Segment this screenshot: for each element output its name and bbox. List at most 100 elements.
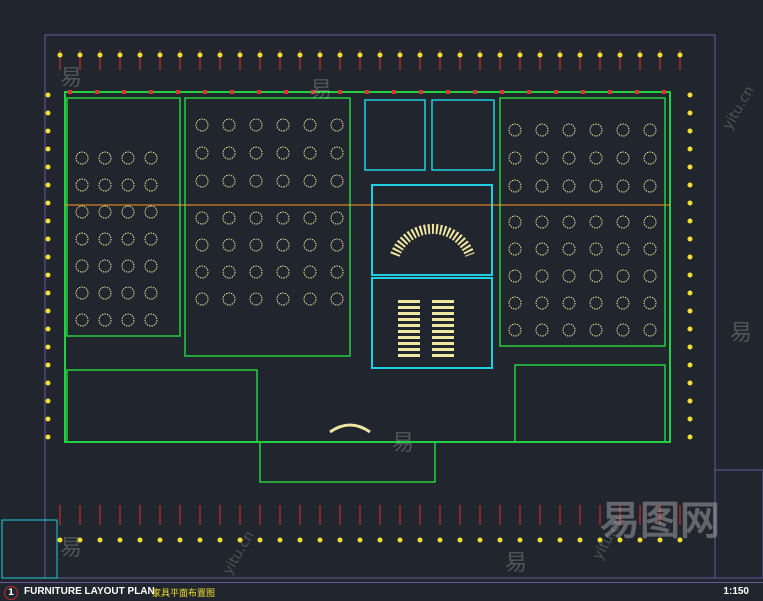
grid-bubble bbox=[45, 362, 51, 368]
grid-bubble bbox=[45, 128, 51, 134]
grid-bubble bbox=[77, 537, 83, 543]
grid-bubble bbox=[687, 218, 693, 224]
round-table bbox=[144, 151, 158, 165]
grid-bubble bbox=[687, 182, 693, 188]
round-table bbox=[222, 238, 236, 252]
round-table bbox=[98, 232, 112, 246]
round-table bbox=[249, 211, 263, 225]
column bbox=[581, 90, 585, 94]
round-table bbox=[98, 286, 112, 300]
grid-bubble bbox=[537, 52, 543, 58]
round-table bbox=[508, 179, 522, 193]
grid-bubble bbox=[657, 52, 663, 58]
round-table bbox=[616, 242, 630, 256]
dimension-lines bbox=[45, 50, 693, 543]
grid-bubble bbox=[687, 110, 693, 116]
round-table bbox=[276, 118, 290, 132]
sheet-number: 1 bbox=[4, 586, 18, 600]
round-table bbox=[562, 323, 576, 337]
bench bbox=[432, 342, 454, 345]
round-table bbox=[589, 151, 603, 165]
grid-bubble bbox=[687, 362, 693, 368]
round-table bbox=[144, 259, 158, 273]
bench bbox=[432, 336, 454, 339]
grid-bubble bbox=[337, 52, 343, 58]
round-table bbox=[562, 179, 576, 193]
column bbox=[122, 90, 126, 94]
grid-bubble bbox=[377, 52, 383, 58]
title-block bbox=[714, 469, 763, 579]
round-table bbox=[75, 286, 89, 300]
grid-bubble bbox=[617, 52, 623, 58]
grid-bubble bbox=[177, 52, 183, 58]
legend-table bbox=[1, 519, 58, 579]
round-table bbox=[643, 323, 657, 337]
grid-bubble bbox=[457, 537, 463, 543]
round-table bbox=[303, 118, 317, 132]
room-lower-right bbox=[514, 364, 666, 443]
round-table bbox=[276, 265, 290, 279]
round-table bbox=[249, 238, 263, 252]
grid-bubble bbox=[237, 52, 243, 58]
grid-bubble bbox=[687, 290, 693, 296]
round-table bbox=[508, 215, 522, 229]
round-table bbox=[303, 211, 317, 225]
structural-columns bbox=[68, 90, 666, 94]
round-table bbox=[195, 238, 209, 252]
column bbox=[365, 90, 369, 94]
round-table bbox=[75, 178, 89, 192]
round-table bbox=[121, 178, 135, 192]
round-table bbox=[616, 123, 630, 137]
round-table bbox=[222, 146, 236, 160]
grid-bubble bbox=[257, 537, 263, 543]
column bbox=[176, 90, 180, 94]
grid-bubble bbox=[687, 236, 693, 242]
grid-bubble bbox=[117, 52, 123, 58]
round-table bbox=[330, 238, 344, 252]
round-table bbox=[121, 286, 135, 300]
round-table bbox=[589, 242, 603, 256]
bench bbox=[398, 336, 420, 339]
round-table bbox=[643, 242, 657, 256]
grid-bubble bbox=[637, 537, 643, 543]
round-table bbox=[121, 151, 135, 165]
grid-bubble bbox=[197, 52, 203, 58]
grid-bubble bbox=[357, 537, 363, 543]
column bbox=[527, 90, 531, 94]
drawing-scale: 1:150 bbox=[723, 586, 749, 597]
round-table bbox=[249, 118, 263, 132]
column bbox=[608, 90, 612, 94]
grid-bubble bbox=[377, 537, 383, 543]
grid-bubble bbox=[45, 344, 51, 350]
grid-bubble bbox=[217, 537, 223, 543]
round-table bbox=[222, 118, 236, 132]
grid-bubble bbox=[237, 537, 243, 543]
round-table bbox=[98, 205, 112, 219]
round-table bbox=[303, 146, 317, 160]
grid-bubble bbox=[357, 52, 363, 58]
grid-bubble bbox=[497, 537, 503, 543]
meeting-room-2 bbox=[431, 99, 495, 171]
grid-bubble bbox=[45, 110, 51, 116]
banquet-tables bbox=[75, 118, 657, 337]
grid-bubble bbox=[687, 146, 693, 152]
round-table bbox=[643, 123, 657, 137]
drawing-frame bbox=[44, 34, 716, 579]
grid-bubble bbox=[177, 537, 183, 543]
column bbox=[284, 90, 288, 94]
bench bbox=[398, 330, 420, 333]
grid-bubble bbox=[397, 52, 403, 58]
round-table bbox=[98, 178, 112, 192]
bench bbox=[432, 330, 454, 333]
grid-bubble bbox=[687, 128, 693, 134]
column bbox=[230, 90, 234, 94]
column bbox=[554, 90, 558, 94]
round-table bbox=[75, 232, 89, 246]
bench bbox=[398, 300, 420, 303]
grid-bubble bbox=[417, 537, 423, 543]
grid-bubble bbox=[577, 537, 583, 543]
grid-bubble bbox=[45, 272, 51, 278]
grid-bubble bbox=[687, 254, 693, 260]
grid-bubble bbox=[597, 52, 603, 58]
